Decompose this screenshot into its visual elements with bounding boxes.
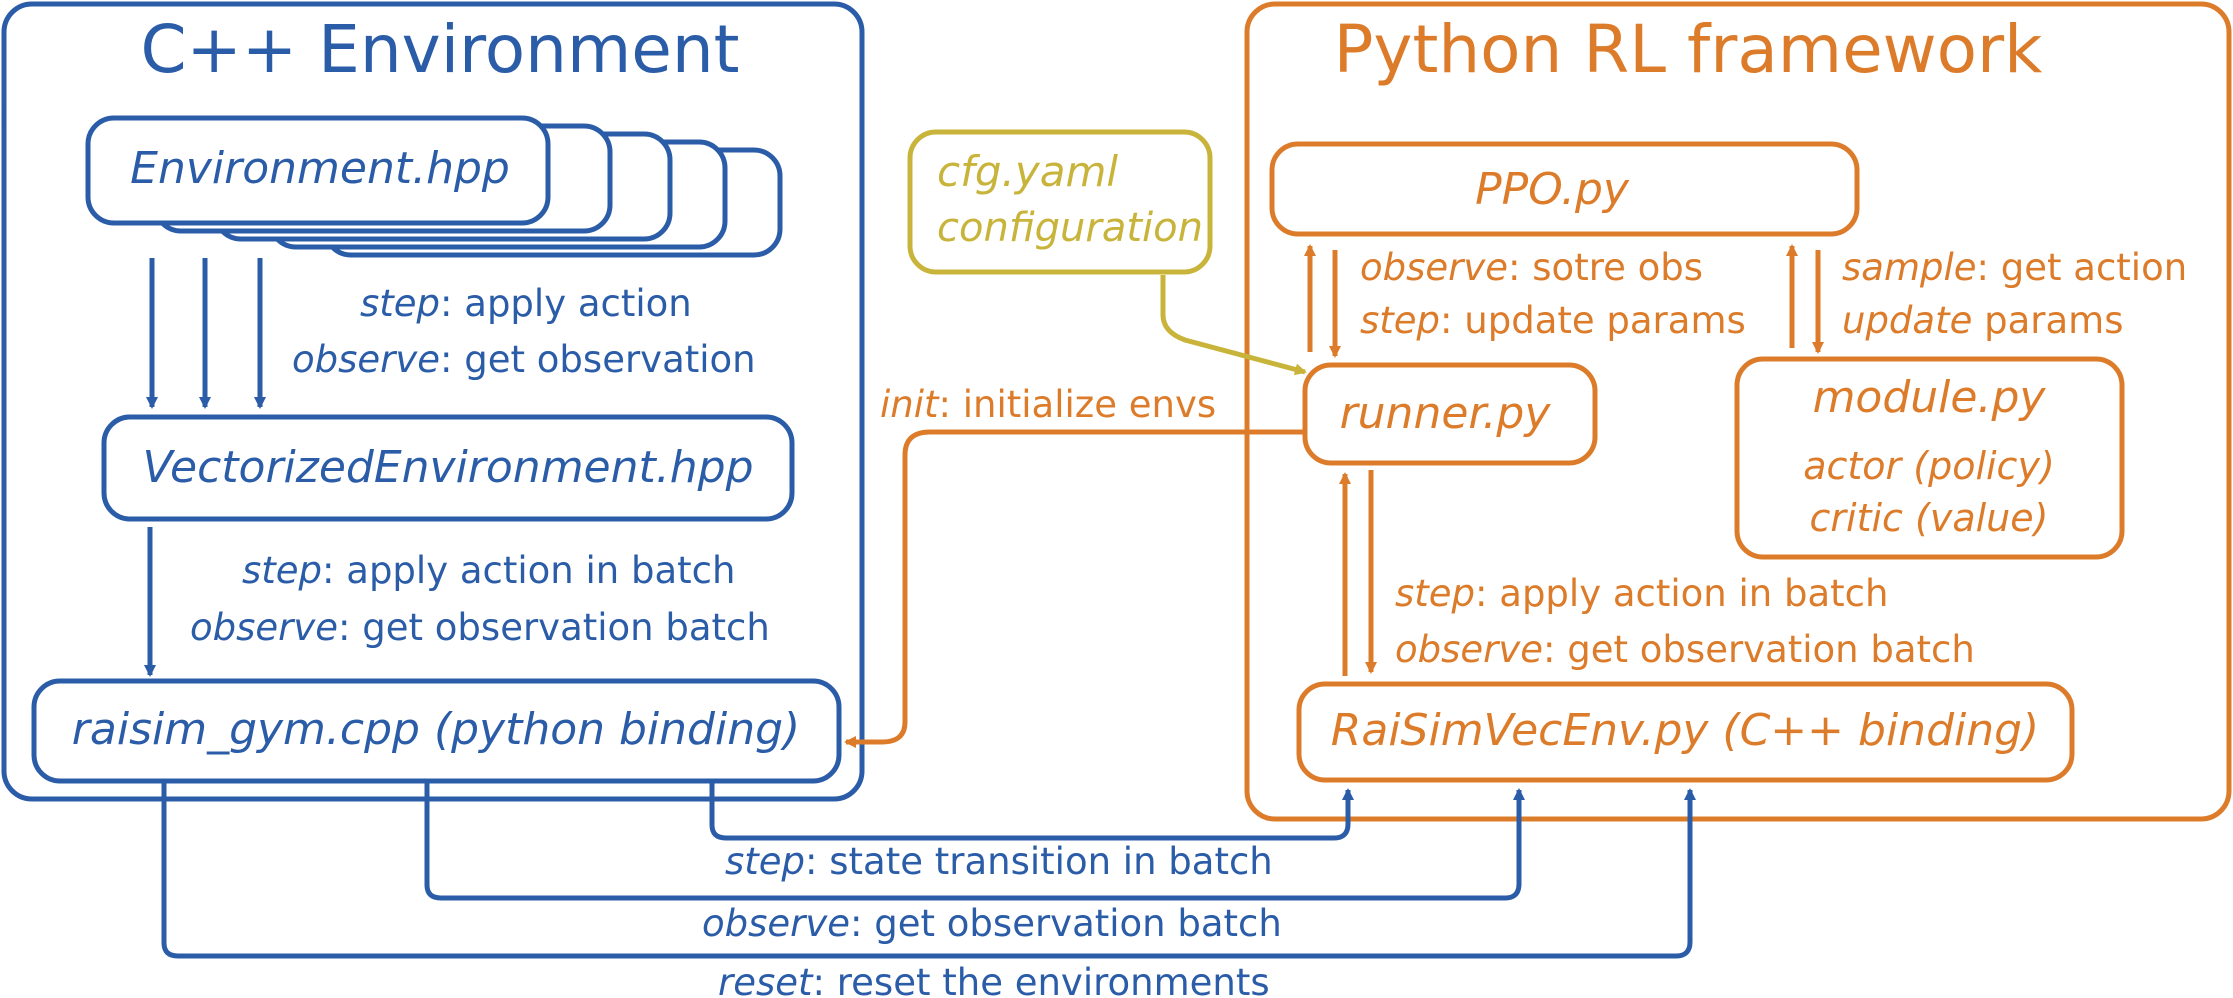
cpp-environment-title: C++ Environment (140, 11, 739, 88)
module-box (1734, 356, 2125, 560)
vectorized-environment-box (101, 414, 795, 522)
python-rl-frame (1244, 1, 2232, 822)
bottom-binding-edges (161, 783, 1696, 959)
raisim-vecenv-label: RaiSimVecEnv.py (C++ binding) (1331, 705, 2039, 756)
vec-observe-label: observe: get observation batch (190, 606, 770, 649)
bottom-observe-label: observe: get observation batch (702, 902, 1282, 945)
vectorized-environment-label: VectorizedEnvironment.hpp (142, 442, 753, 493)
ppo-label: PPO.py (1475, 164, 1630, 215)
raisim-gym-binding-box (31, 678, 842, 784)
step-edge (709, 783, 1354, 841)
environment-hpp-label: Environment.hpp (130, 143, 510, 194)
runner-observe-label: observe: get observation batch (1395, 628, 1975, 671)
ppo-update-label: update params (1842, 299, 2124, 342)
module-actor-label: actor (policy) (1803, 444, 2055, 488)
reset-edge (161, 783, 1696, 959)
environment-hpp-box (85, 115, 551, 226)
init-label: init: initialize envs (880, 383, 1216, 426)
raisim-vecenv-box (1296, 681, 2075, 783)
vec-step-label: step: apply action in batch (242, 549, 735, 592)
runner-label: runner.py (1340, 388, 1552, 439)
observe-edge (424, 783, 1525, 901)
ppo-sample-label: sample: get action (1842, 246, 2187, 289)
config-to-runner-arrow (1160, 275, 1307, 376)
runner-box (1302, 362, 1598, 466)
ppo-observe-label: observe: sotre obs (1360, 246, 1703, 289)
cfg-yaml-box (907, 129, 1213, 275)
runner-init-arrow (844, 429, 1305, 748)
cfg-yaml-configuration: configuration (937, 205, 1203, 251)
python-rl-title: Python RL framework (1334, 11, 2044, 88)
runner-step-label: step: apply action in batch (1395, 572, 1888, 615)
bottom-step-label: step: state transition in batch (725, 840, 1273, 883)
bottom-reset-label: reset: reset the environments (718, 961, 1270, 998)
environment-to-vectorized-arrows (146, 258, 266, 409)
module-label: module.py (1813, 372, 2047, 423)
raisim-gym-binding-label: raisim_gym.cpp (python binding) (72, 704, 800, 755)
cfg-yaml-file: cfg.yaml (937, 147, 1118, 196)
cpp-environment-frame (1, 1, 865, 802)
env-observe-label: observe: get observation (292, 338, 756, 381)
ppo-step-label: step: update params (1360, 299, 1746, 342)
env-step-label: step: apply action (360, 282, 692, 325)
ppo-box (1269, 141, 1860, 237)
module-critic-label: critic (value) (1810, 496, 2049, 540)
